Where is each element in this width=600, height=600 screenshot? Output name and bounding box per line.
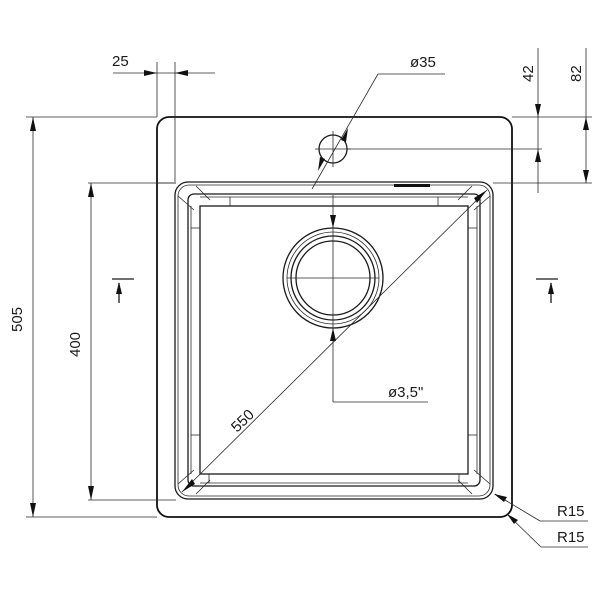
dim-82-label: 82 <box>568 65 585 82</box>
dim-25-label: 25 <box>112 53 129 70</box>
dim-400-label: 400 <box>67 332 84 357</box>
radius-outer-label: R15 <box>557 529 585 546</box>
sink-outer-outline <box>156 116 513 518</box>
dimension-42: 42 <box>520 48 541 193</box>
section-marker-right <box>536 278 558 303</box>
section-marker-left <box>112 278 134 303</box>
tap-hole-leader <box>311 73 445 190</box>
overflow-slot <box>394 184 430 187</box>
drain <box>282 195 428 403</box>
dimension-505: 505 <box>9 117 36 517</box>
radius-inner-label: R15 <box>557 503 585 520</box>
tap-hole-diameter-label: ø35 <box>410 54 436 71</box>
diagonal-550-label: 550 <box>228 406 258 436</box>
drain-diameter-label: ø3,5" <box>388 384 423 401</box>
radius-leaders: R15 R15 <box>494 493 588 548</box>
dim-505-label: 505 <box>9 307 26 332</box>
dimension-82: 82 <box>568 48 589 183</box>
diagonal-dimension <box>181 189 488 493</box>
dim-42-label: 42 <box>520 65 537 82</box>
dimension-400: 400 <box>67 183 94 500</box>
extension-lines <box>26 62 592 518</box>
sink-bowl <box>174 181 494 500</box>
dimension-25: 25 <box>112 53 215 76</box>
